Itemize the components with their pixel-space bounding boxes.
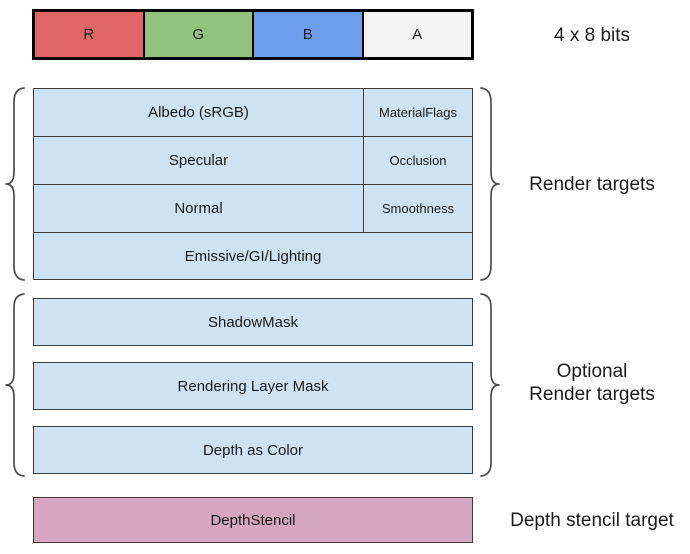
rgba-format-bar: R G B A <box>32 9 474 60</box>
left-brace-render-targets <box>5 87 25 281</box>
depth-stencil-cell: DepthStencil <box>33 497 473 543</box>
render-target-cell-normal: Normal <box>34 185 364 232</box>
render-target-cell-albedo: Albedo (sRGB) <box>34 89 364 136</box>
optional-targets-group-label: Optional Render targets <box>502 360 682 406</box>
channel-cell-r: R <box>35 12 145 57</box>
depth-stencil-group-label: Depth stencil target <box>510 510 674 531</box>
table-row: Albedo (sRGB) MaterialFlags <box>34 89 472 137</box>
right-brace-render-targets <box>480 87 500 281</box>
optional-target-depth-as-color: Depth as Color <box>33 426 473 474</box>
format-bits-label: 4 x 8 bits <box>553 25 631 46</box>
channel-cell-a: A <box>363 12 471 57</box>
optional-targets-label-line2: Render targets <box>529 384 655 405</box>
render-target-cell-specular: Specular <box>34 137 364 184</box>
render-targets-table: Albedo (sRGB) MaterialFlags Specular Occ… <box>33 88 473 280</box>
left-brace-optional-targets <box>5 293 25 477</box>
table-row: Normal Smoothness <box>34 185 472 233</box>
table-row: Emissive/GI/Lighting <box>34 233 472 279</box>
channel-cell-g: G <box>144 12 254 57</box>
channel-cell-b: B <box>254 12 364 57</box>
optional-targets-label-line1: Optional <box>556 361 628 382</box>
render-target-cell-materialflags: MaterialFlags <box>364 89 472 136</box>
render-target-cell-occlusion: Occlusion <box>364 137 472 184</box>
render-target-cell-smoothness: Smoothness <box>364 185 472 232</box>
render-targets-group-label: Render targets <box>529 174 655 195</box>
optional-target-shadowmask: ShadowMask <box>33 298 473 346</box>
right-brace-optional-targets <box>480 293 500 477</box>
table-row: Specular Occlusion <box>34 137 472 185</box>
render-target-cell-emissive: Emissive/GI/Lighting <box>34 233 472 279</box>
optional-target-rendering-layer-mask: Rendering Layer Mask <box>33 362 473 410</box>
